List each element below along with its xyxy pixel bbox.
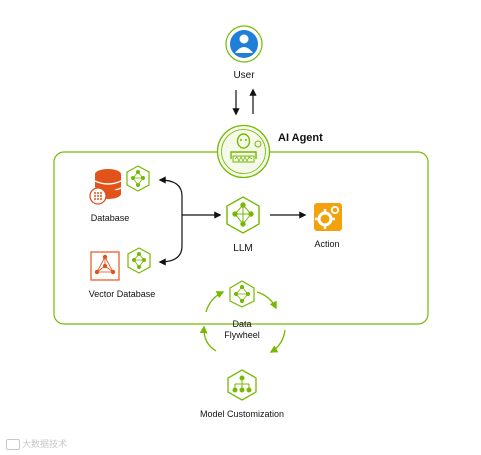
user-label: User: [233, 70, 255, 81]
hierarchy-hexagon-icon: [227, 369, 257, 401]
flywheel-arrow-top-right: [256, 291, 277, 310]
ai-agent-label: AI Agent: [278, 132, 323, 144]
flywheel-arrow-top-left: [205, 291, 225, 313]
model-customization-label: Model Customization: [199, 409, 285, 419]
vector-database-label: Vector Database: [88, 289, 156, 299]
database-label: Database: [90, 213, 130, 223]
watermark-logo-icon: [6, 439, 20, 451]
database-icon: [89, 165, 150, 205]
action-label: Action: [314, 239, 340, 249]
vector-database-icon: [90, 247, 151, 281]
flywheel-hexagon-icon: [229, 280, 255, 308]
data-flywheel-label-line1: Data: [232, 319, 252, 329]
watermark: 大数据技术: [6, 437, 68, 451]
ai-agent-node: [216, 124, 271, 179]
nim-hexagon-icon: [127, 247, 151, 274]
llm-node: [225, 196, 261, 234]
llm-label: LLM: [233, 243, 253, 254]
vector-database-node: [89, 246, 155, 286]
user-node: [224, 24, 264, 64]
user-icon: [225, 25, 263, 63]
gear-icon: [314, 203, 342, 231]
nim-hexagon-icon: [126, 165, 150, 192]
database-llm-connector: [158, 176, 183, 266]
llm-hexagon-icon: [226, 196, 260, 234]
watermark-text: 大数据技术: [22, 439, 68, 449]
robot-icon: [216, 124, 271, 179]
action-node: [313, 202, 343, 232]
model-customization-node: [227, 369, 257, 401]
flywheel-arrow-right: [269, 329, 286, 353]
data-flywheel-label-line2: Flywheel: [224, 330, 260, 340]
database-node: [88, 165, 154, 210]
flywheel-arrow-left: [199, 325, 217, 352]
data-flywheel-node: [229, 280, 255, 308]
